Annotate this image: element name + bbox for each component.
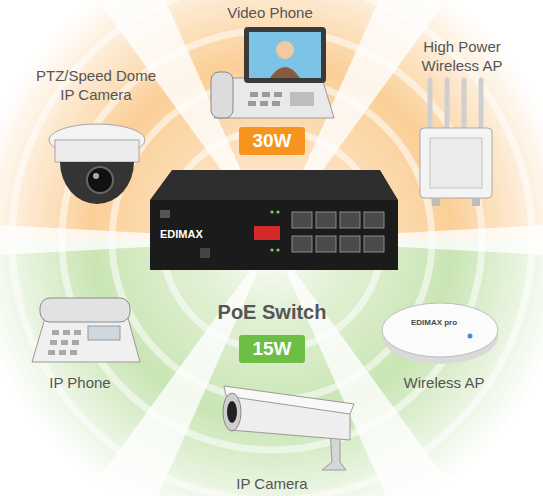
port (340, 212, 360, 228)
device-label: IP Camera (202, 474, 342, 493)
antenna (462, 80, 467, 130)
dome-collar (55, 140, 139, 162)
ap-panel (430, 138, 482, 188)
led (276, 210, 279, 213)
camera-lens (227, 401, 237, 423)
key (48, 350, 55, 355)
light-wedge (78, 240, 272, 496)
brand-logo: EDIMAX pro (404, 318, 464, 328)
wireless-ap (382, 303, 498, 364)
key (74, 330, 81, 335)
led (276, 248, 279, 251)
key (52, 330, 59, 335)
phone-handset (211, 72, 233, 118)
leds (270, 210, 279, 251)
green-halo (0, 240, 543, 496)
phone-screen (249, 32, 321, 78)
lens-glint (93, 173, 99, 179)
ptz-dome-camera (49, 124, 145, 204)
high-power-ap (420, 80, 492, 206)
switch-top (150, 170, 398, 200)
key (63, 330, 70, 335)
ip-phone-keys (48, 330, 81, 355)
light-wedge (272, 240, 466, 496)
key-pad (290, 92, 314, 106)
key (248, 101, 256, 106)
switch-front (150, 200, 398, 270)
port (340, 236, 360, 252)
key (250, 92, 258, 97)
screen-face (276, 41, 294, 59)
camera-front (223, 393, 241, 431)
device-label: IP Phone (20, 373, 140, 392)
antenna (479, 80, 484, 130)
port (316, 236, 336, 252)
antennas (430, 80, 481, 130)
ip-phone (32, 298, 140, 362)
ports (292, 212, 384, 252)
port (316, 212, 336, 228)
keypad (248, 92, 314, 106)
led (270, 210, 273, 213)
wattage-badge: 15W (239, 335, 305, 363)
port (364, 212, 384, 228)
ip-phone-handset (40, 298, 130, 322)
ap-disc (382, 303, 498, 357)
port (292, 236, 312, 252)
video-phone (211, 27, 334, 118)
key (274, 92, 282, 97)
dip-switch (254, 226, 280, 240)
wattage-badge: 30W (239, 127, 305, 155)
port (364, 236, 384, 252)
screen-body (270, 67, 300, 78)
key (72, 340, 79, 345)
port (292, 212, 312, 228)
key (61, 340, 68, 345)
key (262, 92, 270, 97)
device-label: Wireless AP (379, 373, 509, 392)
halo-ring (112, 80, 432, 400)
ap-housing (420, 128, 492, 198)
key (272, 101, 280, 106)
wattage-text: 15W (252, 338, 291, 360)
brand-logo: EDIMAX (160, 227, 240, 241)
connector (432, 198, 440, 206)
power-button (200, 248, 210, 258)
phone-screen-frame (244, 27, 326, 83)
led (270, 248, 273, 251)
device-label: PTZ/Speed Dome IP Camera (34, 66, 158, 104)
poe-switch (150, 170, 398, 270)
device-label: Video Phone (190, 3, 350, 22)
camera-hood (224, 386, 354, 414)
ap-led (468, 334, 473, 339)
power-jack (160, 210, 170, 218)
ip-phone-body (32, 318, 140, 362)
ip-camera (223, 386, 354, 470)
wattage-text: 30W (252, 130, 291, 152)
key (260, 101, 268, 106)
ip-phone-display (88, 326, 120, 340)
key (59, 350, 66, 355)
key (70, 350, 77, 355)
device-label: PoE Switch (182, 300, 362, 325)
antenna (428, 80, 433, 130)
dome-lens (87, 167, 113, 193)
key (50, 340, 57, 345)
connector (472, 198, 480, 206)
antenna (445, 80, 450, 130)
dome-globe (60, 162, 134, 204)
device-label: High Power Wireless AP (404, 37, 520, 75)
